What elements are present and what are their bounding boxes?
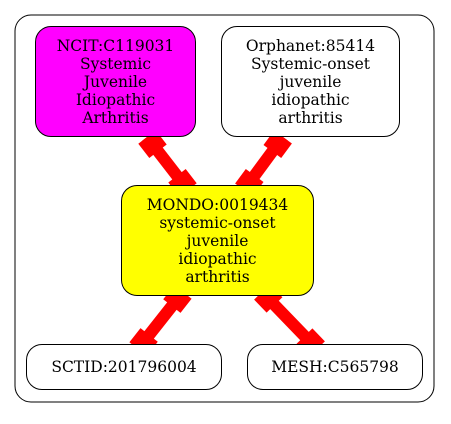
node-line: juvenile — [279, 72, 342, 91]
node-line: juvenile — [186, 231, 249, 250]
node-line: NCIT:C119031 — [56, 36, 175, 55]
edge-end-block — [138, 130, 167, 158]
node-line: Systemic-onset — [251, 54, 370, 73]
node-line: arthritis — [278, 108, 343, 127]
node-mondo-0019434[interactable]: MONDO:0019434 systemic-onset juvenile id… — [121, 185, 314, 296]
node-line: MESH:C565798 — [271, 358, 399, 376]
node-ncit-c119031[interactable]: NCIT:C119031 Systemic Juvenile Idiopathi… — [35, 26, 196, 137]
node-sctid-201796004[interactable]: SCTID:201796004 — [26, 344, 222, 390]
node-line: idiopathic — [178, 249, 257, 268]
node-line: Systemic — [79, 54, 152, 73]
node-line: Juvenile — [83, 72, 148, 91]
node-line: arthritis — [185, 267, 250, 286]
node-line: Orphanet:85414 — [245, 36, 376, 55]
node-line: systemic-onset — [159, 213, 276, 232]
node-line: idiopathic — [271, 90, 350, 109]
cluster-frame — [14, 14, 435, 403]
node-line: Arthritis — [82, 108, 149, 127]
node-line: SCTID:201796004 — [51, 358, 197, 376]
node-mesh-c565798[interactable]: MESH:C565798 — [247, 344, 423, 390]
node-orphanet-85414[interactable]: Orphanet:85414 Systemic-onset juvenile i… — [221, 26, 400, 137]
node-line: MONDO:0019434 — [146, 195, 289, 214]
edge-end-block — [263, 130, 292, 158]
node-line: Idiopathic — [75, 90, 156, 109]
